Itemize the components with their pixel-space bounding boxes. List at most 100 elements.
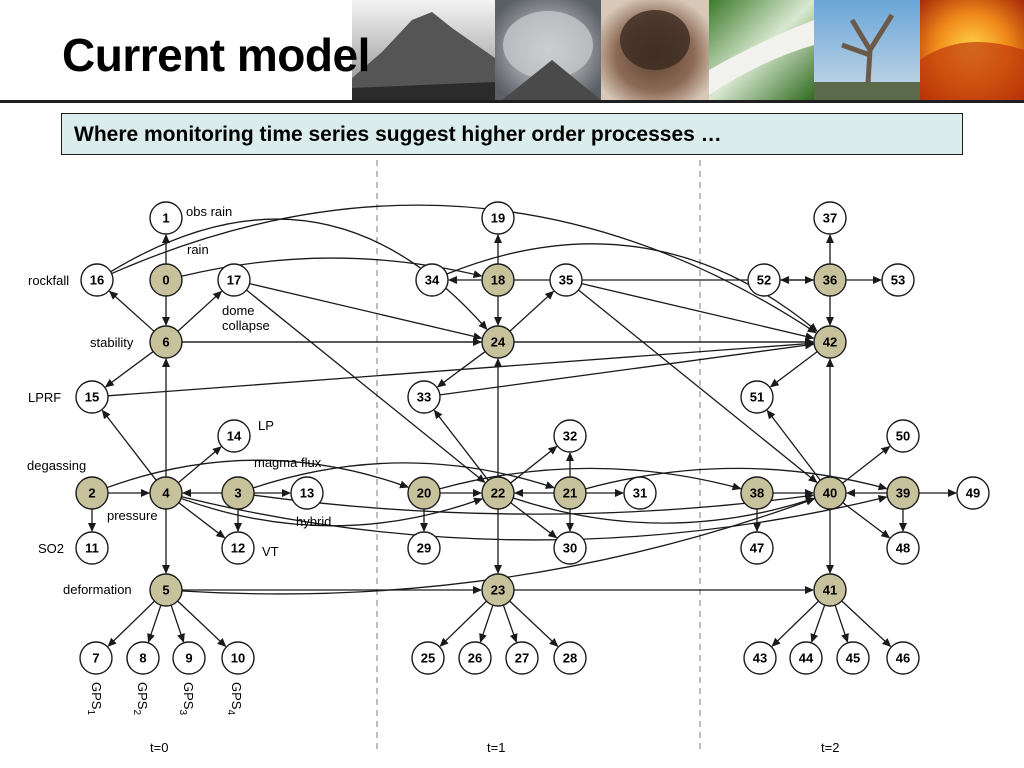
- node-label-12: 12: [231, 541, 245, 556]
- node-7: 7: [79, 641, 113, 675]
- node-label-45: 45: [846, 651, 860, 666]
- node-circle-5: [149, 573, 183, 607]
- node-28: 28: [553, 641, 587, 675]
- node-label-26: 26: [468, 651, 482, 666]
- time-label-t1: t=1: [487, 740, 505, 755]
- node-31: 31: [623, 476, 657, 510]
- node-34: 34: [415, 263, 449, 297]
- node-label-42: 42: [823, 335, 837, 350]
- edge-22-33: [433, 409, 489, 481]
- node-circle-21: [553, 476, 587, 510]
- node-circle-36: [813, 263, 847, 297]
- edge-6-15: [104, 351, 154, 388]
- node-13: 13: [290, 476, 324, 510]
- time-label-t2: t=2: [821, 740, 839, 755]
- node-circle-42: [813, 325, 847, 359]
- node-label-27: 27: [515, 651, 529, 666]
- edge-40-50: [842, 445, 891, 484]
- annotation-obs-rain: obs rain: [186, 204, 232, 219]
- node-label-1: 1: [162, 211, 169, 226]
- node-circle-22: [481, 476, 515, 510]
- node-circle-30: [553, 531, 587, 565]
- node-5: 5: [149, 573, 183, 607]
- node-circle-41: [813, 573, 847, 607]
- edge-5-10: [177, 600, 227, 648]
- node-label-2: 2: [88, 486, 95, 501]
- edge-3-40: [253, 492, 815, 515]
- annotation-lp: LP: [258, 418, 274, 433]
- node-label-0: 0: [162, 273, 169, 288]
- node-circle-15: [75, 380, 109, 414]
- node-circle-6: [149, 325, 183, 359]
- annotation-lprf: LPRF: [28, 390, 61, 405]
- edge-40-51: [766, 409, 821, 481]
- annotation-rain: rain: [187, 242, 209, 257]
- edge-23-25: [439, 600, 487, 647]
- node-46: 46: [886, 641, 920, 675]
- node-label-28: 28: [563, 651, 577, 666]
- volcano-mountain-photo: [352, 0, 495, 100]
- dead-tree-photo: [814, 0, 920, 100]
- node-12: 12: [221, 531, 255, 565]
- node-label-48: 48: [896, 541, 910, 556]
- node-51: 51: [740, 380, 774, 414]
- node-label-32: 32: [563, 429, 577, 444]
- edge-23-27: [502, 604, 518, 643]
- edge-23-28: [509, 600, 559, 648]
- node-label-3: 3: [234, 486, 241, 501]
- node-30: 30: [553, 531, 587, 565]
- annotation-gps2: GPS2: [131, 682, 150, 715]
- node-label-9: 9: [185, 651, 192, 666]
- node-circle-46: [886, 641, 920, 675]
- node-circle-27: [505, 641, 539, 675]
- node-label-37: 37: [823, 211, 837, 226]
- node-label-46: 46: [896, 651, 910, 666]
- node-label-38: 38: [750, 486, 764, 501]
- edge-22-30: [510, 502, 558, 539]
- edge-6-16: [108, 290, 155, 332]
- node-18: 18: [481, 263, 515, 297]
- subtitle: Where monitoring time series suggest hig…: [74, 123, 722, 146]
- node-label-13: 13: [300, 486, 314, 501]
- node-circle-0: [149, 263, 183, 297]
- node-circle-23: [481, 573, 515, 607]
- node-36: 36: [813, 263, 847, 297]
- node-1: 1: [149, 201, 183, 235]
- node-11: 11: [75, 531, 109, 565]
- node-label-16: 16: [90, 273, 104, 288]
- node-circle-48: [886, 531, 920, 565]
- edge-40-48: [842, 502, 891, 539]
- edge-6-17: [177, 290, 223, 332]
- node-45: 45: [836, 641, 870, 675]
- node-0: 0: [149, 263, 183, 297]
- node-label-35: 35: [559, 273, 573, 288]
- annotation-collapse: collapse: [222, 318, 270, 333]
- node-label-50: 50: [896, 429, 910, 444]
- node-label-17: 17: [227, 273, 241, 288]
- annotation-dome: dome: [222, 303, 255, 318]
- node-35: 35: [549, 263, 583, 297]
- annotation-gps3: GPS3: [177, 682, 196, 715]
- subtitle-box: Where monitoring time series suggest hig…: [61, 113, 963, 155]
- annotation-gps1: GPS1: [85, 682, 104, 715]
- node-circle-32: [553, 419, 587, 453]
- annotation-so2: SO2: [38, 541, 64, 556]
- node-8: 8: [126, 641, 160, 675]
- edge-24-33: [436, 351, 486, 388]
- node-circle-31: [623, 476, 657, 510]
- node-circle-43: [743, 641, 777, 675]
- node-53: 53: [881, 263, 915, 297]
- node-circle-1: [149, 201, 183, 235]
- annotation-hybrid: hybrid: [296, 514, 331, 529]
- node-label-41: 41: [823, 583, 837, 598]
- node-circle-51: [740, 380, 774, 414]
- edge-34-42: [446, 243, 818, 332]
- node-15: 15: [75, 380, 109, 414]
- edge-35-40: [578, 289, 818, 483]
- edge-24-35: [509, 290, 555, 332]
- node-27: 27: [505, 641, 539, 675]
- node-circle-37: [813, 201, 847, 235]
- node-circle-44: [789, 641, 823, 675]
- annotation-degassing: degassing: [27, 458, 86, 473]
